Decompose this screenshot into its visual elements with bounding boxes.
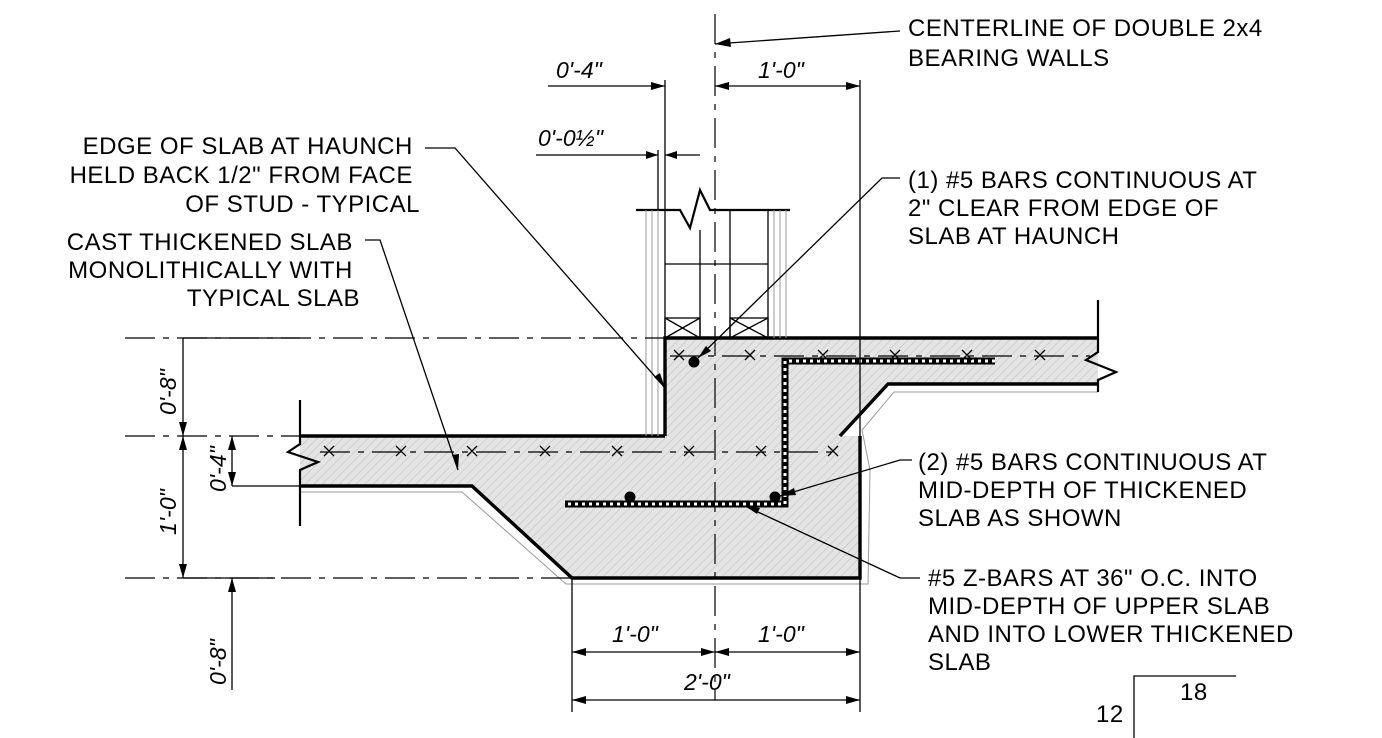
slope-symbol: 18 12 (1096, 675, 1236, 738)
concrete-slab (285, 300, 1119, 585)
dim-stud-offset: 0'-0½" (538, 125, 605, 151)
z-bar (565, 357, 995, 508)
dim-bottom-total: 2'-0" (683, 669, 732, 695)
dim-left-total: 1'-0" (155, 487, 181, 535)
leader-lines (365, 30, 920, 579)
annotation-notes: CENTERLINE OF DOUBLE 2x4 BEARING WALLS E… (67, 15, 1301, 676)
bearing-walls (636, 186, 790, 436)
note-edge-of-slab: EDGE OF SLAB AT HAUNCH HELD BACK 1/2" FR… (70, 133, 420, 218)
note-z-bars: #5 Z-BARS AT 36" O.C. INTO MID-DEPTH OF … (928, 565, 1301, 676)
note-cast-thickened: CAST THICKENED SLAB MONOLITHICALLY WITH … (67, 229, 360, 312)
slope-rise: 12 (1096, 701, 1124, 728)
bar-at-haunch (688, 356, 700, 368)
note-centerline: CENTERLINE OF DOUBLE 2x4 BEARING WALLS (908, 15, 1270, 72)
bar-thickened-1 (624, 491, 636, 503)
wire-mesh-marks (323, 349, 1046, 457)
dim-bottom-left: 1'-0" (612, 621, 660, 647)
dim-left-mid: 0'-4" (205, 444, 231, 492)
reinforcing-bars (323, 349, 1046, 508)
note-bars-2: (2) #5 BARS CONTINUOUS AT MID-DEPTH OF T… (918, 449, 1274, 532)
bar-thickened-2 (769, 491, 781, 503)
note-bars-1: (1) #5 BARS CONTINUOUS AT 2" CLEAR FROM … (908, 167, 1264, 250)
dimension-labels: 0'-4" 1'-0" 0'-0½" 0'-8" 0'-4" 1'-0" 0'-… (155, 57, 806, 695)
dimension-lines (179, 80, 861, 712)
dim-top-left: 0'-4" (556, 57, 604, 83)
slope-run: 18 (1180, 679, 1208, 706)
dim-left-upper: 0'-8" (155, 367, 181, 415)
dim-bottom-right: 1'-0" (758, 621, 806, 647)
dim-left-lower: 0'-8" (205, 637, 231, 685)
dim-top-right: 1'-0" (758, 57, 806, 83)
